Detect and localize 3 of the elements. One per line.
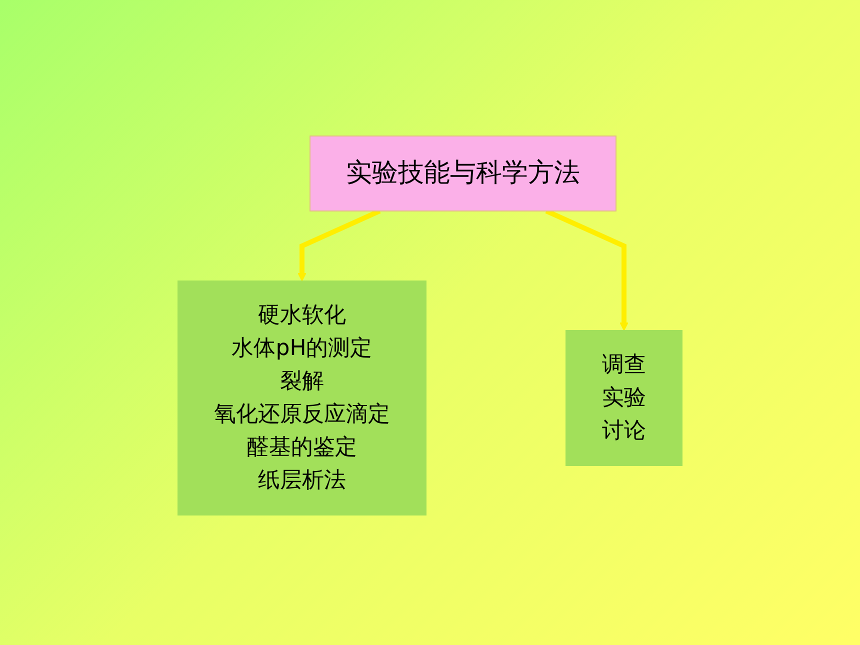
node-box: 调查 实验 讨论 (566, 330, 682, 466)
node-box: 硬水软化 水体pH的测定 裂解 氧化还原反应滴定 醛基的鉴定 纸层析法 (178, 280, 426, 515)
node-box: 实验技能与科学方法 (310, 135, 616, 211)
